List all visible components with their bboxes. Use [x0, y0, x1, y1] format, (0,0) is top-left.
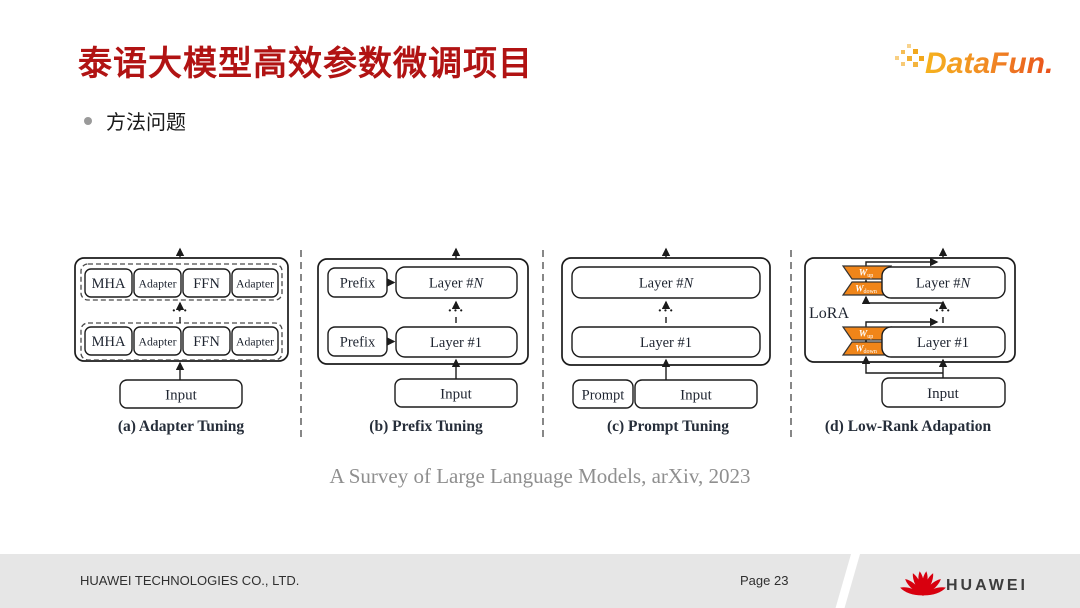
layer-n-label: Layer #N	[916, 276, 972, 292]
adapter-label: Adapter	[139, 335, 177, 349]
mha-label: MHA	[92, 334, 126, 350]
adapter-row-dashed	[80, 263, 283, 301]
panel-prefix-tuning: Prefix Layer #N Prefix Layer #1 ··· Inpu…	[317, 247, 529, 435]
layer-1-label: Layer #1	[917, 335, 969, 351]
mha-label: MHA	[92, 276, 126, 292]
input-label: Input	[440, 387, 472, 403]
layer-1-label: Layer #1	[640, 335, 692, 351]
page-title: 泰语大模型高效参数微调项目	[78, 45, 533, 83]
adapter-box	[133, 326, 182, 356]
input-box	[119, 379, 243, 409]
adapter-label: Adapter	[236, 335, 274, 349]
footer-diagonal-divider	[834, 552, 861, 608]
mha-box	[84, 326, 133, 356]
lora-label: LoRA	[809, 305, 849, 322]
panel-caption: (a) Adapter Tuning	[118, 418, 245, 435]
panel-prompt-tuning: Layer #N Layer #1 ··· Prompt Input (c) P…	[561, 247, 771, 435]
bullet-dot-icon	[84, 116, 92, 125]
ffn-label: FFN	[193, 276, 220, 292]
lora-down-wire	[861, 295, 943, 304]
peft-methods-figure: MHA Adapter FFN Adapter MHA Adapter FFN …	[74, 247, 1016, 437]
panel-caption: (c) Prompt Tuning	[607, 418, 729, 435]
w-up-label: Wup	[859, 269, 873, 280]
lora-up-wire	[865, 317, 939, 327]
figure-source-citation: A Survey of Large Language Models, arXiv…	[329, 464, 751, 488]
adapter-box	[133, 268, 182, 298]
input-box	[634, 379, 758, 409]
input-label: Input	[680, 388, 712, 404]
footer-bar: HUAWEI TECHNOLOGIES CO., LTD. Page 23 HU…	[0, 552, 1080, 608]
footer-company-text: HUAWEI TECHNOLOGIES CO., LTD.	[80, 573, 300, 588]
lora-up-wire	[865, 257, 939, 267]
huawei-wordmark: HUAWEI	[946, 577, 1026, 594]
datafun-pixel-dots-icon	[895, 44, 924, 67]
huawei-logo-graphic: HUAWEI	[900, 571, 1026, 596]
bullet-text: 方法问题	[106, 112, 186, 134]
adapter-row-dashed	[80, 322, 283, 361]
bullet-item: 方法问题	[84, 106, 186, 135]
input-label: Input	[165, 388, 197, 404]
layer-n-box	[571, 266, 761, 299]
mha-box	[84, 268, 133, 298]
layer-n-label: Layer #N	[639, 276, 695, 292]
layer-1-label: Layer #1	[430, 335, 482, 351]
huawei-flower-icon	[900, 571, 946, 596]
adapter-label: Adapter	[236, 277, 274, 291]
ffn-label: FFN	[193, 334, 220, 350]
prompt-label: Prompt	[582, 388, 625, 404]
prefix-label: Prefix	[340, 335, 376, 351]
layer-1-box	[395, 326, 518, 358]
datafun-logo-text: DataFun.	[925, 47, 1053, 80]
w-down-label: Wdown	[855, 285, 877, 296]
panel-caption: (b) Prefix Tuning	[369, 418, 483, 435]
ffn-box	[182, 268, 231, 298]
w-down-label: Wdown	[855, 345, 877, 356]
page-number: Page 23	[740, 573, 789, 588]
panel-adapter-tuning: MHA Adapter FFN Adapter MHA Adapter FFN …	[74, 247, 289, 435]
adapter-box	[231, 268, 279, 298]
panel-lora: Wup Wdown Layer #N LoRA ··· Wup Wdown La…	[804, 247, 1016, 435]
layer-n-box	[881, 266, 1006, 299]
prefix-label: Prefix	[340, 276, 376, 292]
input-label: Input	[927, 386, 959, 402]
adapter-box	[231, 326, 279, 356]
adapter-label: Adapter	[139, 277, 177, 291]
w-up-label: Wup	[859, 330, 873, 341]
datafun-logo: DataFun.	[893, 36, 1053, 93]
ffn-box	[182, 326, 231, 356]
layer-1-box	[881, 326, 1006, 358]
huawei-logo: HUAWEI	[896, 563, 1026, 606]
panel-caption: (d) Low-Rank Adapation	[825, 418, 992, 435]
layer-n-box	[395, 266, 518, 299]
layer-n-label: Layer #N	[429, 276, 485, 292]
prompt-box	[572, 379, 634, 409]
datafun-logo-graphic: DataFun.	[895, 44, 1053, 80]
layer-1-box	[571, 326, 761, 358]
lora-down-wire	[861, 355, 943, 374]
